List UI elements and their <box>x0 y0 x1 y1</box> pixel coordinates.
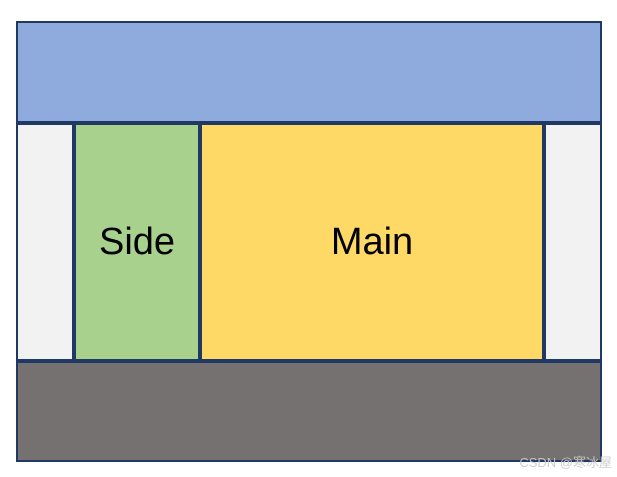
watermark: CSDN @寒冰屋 <box>519 455 612 470</box>
content-row: Side Main <box>16 123 602 361</box>
main-box-label: Main <box>330 221 414 263</box>
left-margin-box <box>16 123 74 361</box>
right-margin-box <box>544 123 602 361</box>
side-box: Side <box>74 123 200 361</box>
main-box: Main <box>200 123 544 361</box>
side-box-label: Side <box>98 221 176 263</box>
header-box <box>16 21 602 123</box>
layout-diagram: Side Main <box>16 21 602 462</box>
footer-box <box>16 361 602 462</box>
